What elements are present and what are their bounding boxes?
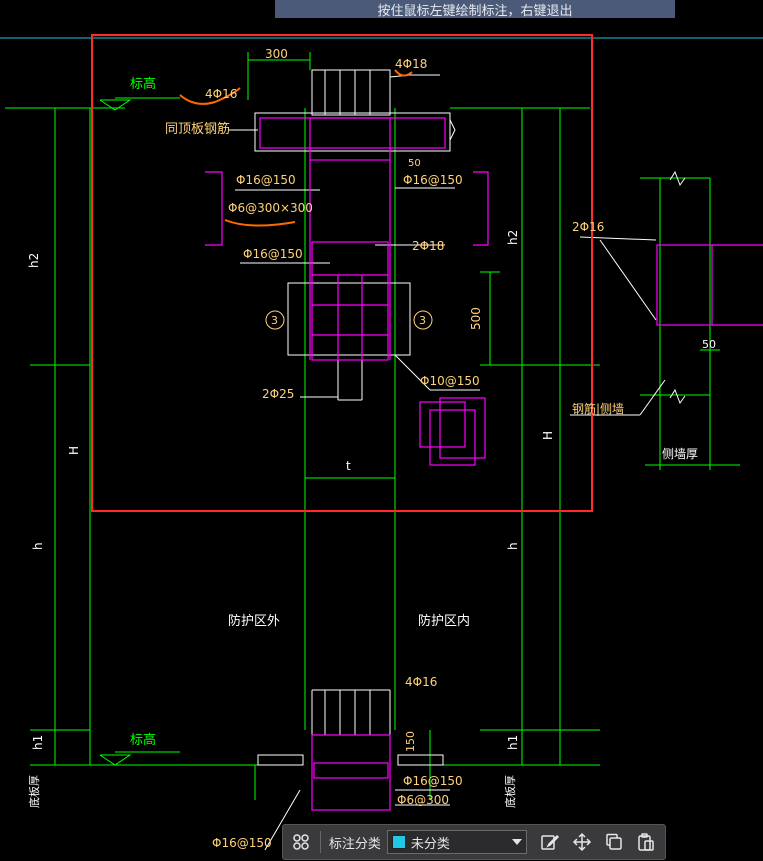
bottom-left-stirrup-label: Φ16@150	[212, 836, 272, 850]
bars-2-25-label: 2Φ25	[262, 387, 294, 401]
selection-rectangle[interactable]	[91, 34, 593, 512]
dimension-lines	[5, 52, 740, 800]
hoop-10-label: Φ10@150	[420, 374, 480, 388]
hint-text: 按住鼠标左键绘制标注，右键退出	[377, 3, 573, 19]
width-300-label: 300	[265, 47, 288, 61]
section-marks	[265, 310, 433, 330]
side-wall-rebar-label: 钢筋|侧墙	[572, 401, 624, 416]
category-select-value: 未分类	[410, 836, 450, 852]
edit-icon[interactable]	[537, 829, 563, 855]
bottom-tie-label: Φ6@300	[397, 793, 449, 807]
h2-right-label: h2	[506, 230, 520, 245]
rebar-lines	[205, 117, 763, 811]
side-dim-50-label: 50	[702, 338, 716, 351]
stirrup-left-label: Φ16@150	[236, 173, 296, 187]
H-right-label: H	[541, 431, 555, 440]
drawing-labels: 标高 4Φ16 4Φ18 同顶板钢筋 300 50 Φ16@150 Φ16@15…	[27, 47, 716, 850]
annotation-toolbar: 标注分类 未分类	[282, 824, 666, 860]
same-as-roof-label: 同顶板钢筋	[165, 121, 230, 137]
elevation-top-label: 标高	[130, 76, 156, 92]
toolbar-actions	[537, 829, 659, 855]
h1-right-label: h1	[506, 735, 520, 750]
bottom-stirrup-label: Φ16@150	[403, 774, 463, 788]
chevron-down-icon	[511, 839, 522, 845]
outside-zone-label: 防护区外	[228, 613, 280, 629]
move-icon[interactable]	[569, 829, 595, 855]
category-color-swatch	[391, 835, 406, 849]
bars-2-18-label: 2Φ18	[412, 239, 444, 253]
H-left-label: H	[67, 446, 81, 455]
dim-t-label: t	[346, 459, 351, 473]
section-right-label: 3	[419, 314, 426, 327]
stirrup-mid-label: Φ16@150	[243, 247, 303, 261]
stirrup-right-label: Φ16@150	[403, 173, 463, 187]
dim-50-top-label: 50	[408, 158, 421, 169]
slab-thick-right-label: 底板厚	[503, 775, 517, 808]
category-select[interactable]: 未分类	[386, 830, 527, 854]
section-left-label: 3	[271, 314, 278, 327]
elevation-bottom-label: 标高	[130, 732, 156, 748]
toolbar-separator	[319, 831, 321, 853]
grid-apps-icon[interactable]	[289, 829, 314, 855]
side-wall-thick-label: 侧墙厚	[662, 447, 698, 461]
hint-bar: 按住鼠标左键绘制标注，右键退出	[275, 0, 675, 19]
tie-label: Φ6@300×300	[228, 201, 313, 215]
bottom-bars-label: 4Φ16	[405, 675, 437, 689]
top-bars-right-label: 4Φ18	[395, 57, 427, 71]
h1-left-label: h1	[31, 735, 45, 750]
top-bars-label: 4Φ16	[205, 87, 237, 101]
dim-150-label: 150	[404, 731, 417, 752]
structure-lines	[228, 69, 686, 851]
inside-zone-label: 防护区内	[418, 613, 470, 629]
h-left-label: h	[31, 542, 45, 550]
dim-500-label: 500	[469, 307, 483, 330]
copy-icon[interactable]	[601, 829, 627, 855]
slab-thick-left-label: 底板厚	[27, 775, 41, 808]
h2-left-label: h2	[27, 253, 41, 268]
h-right-label: h	[506, 542, 520, 550]
paste-icon[interactable]	[633, 829, 659, 855]
category-label: 标注分类	[328, 836, 381, 852]
markup-annotations	[179, 69, 413, 227]
side-bars-label: 2Φ16	[572, 220, 604, 234]
